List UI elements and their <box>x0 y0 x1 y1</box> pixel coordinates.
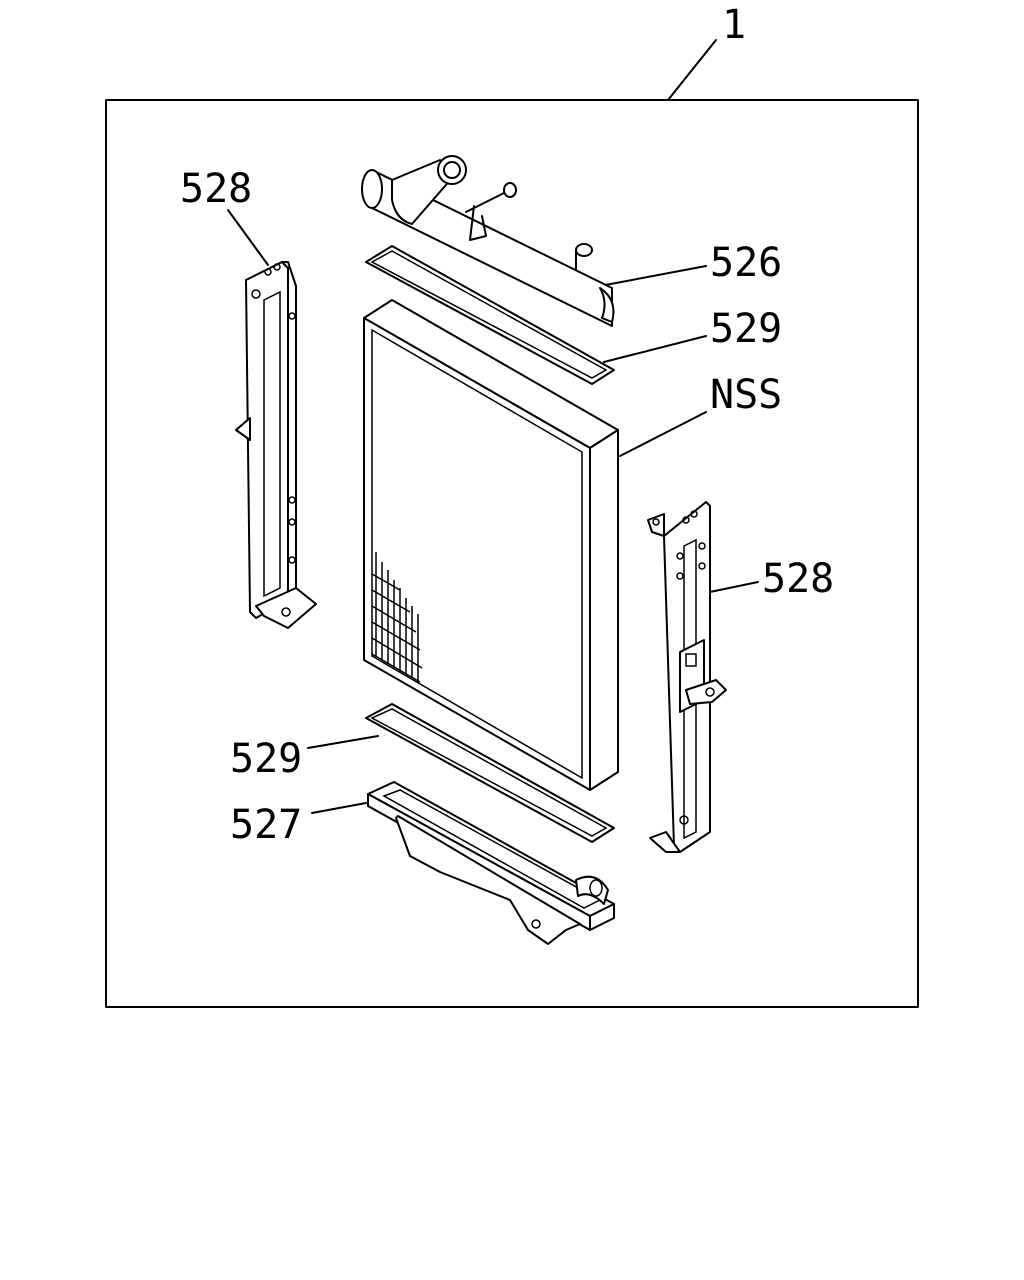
label-lower-tank: 527 <box>230 802 302 848</box>
assembly-frame <box>105 99 919 1008</box>
top-gasket-part <box>365 245 615 385</box>
label-gasket-top: 529 <box>710 306 782 352</box>
bottom-gasket-part <box>365 703 615 843</box>
label-upper-tank: 526 <box>710 240 782 286</box>
leader-lines <box>227 39 759 814</box>
label-bracket-left: 528 <box>180 166 252 212</box>
label-core: NSS <box>710 372 782 418</box>
left-bracket-part <box>235 261 317 629</box>
radiator-core-part <box>363 299 619 791</box>
lower-tank-part <box>367 781 615 945</box>
label-gasket-bottom: 529 <box>230 736 302 782</box>
label-assembly: 1 <box>722 2 746 48</box>
label-bracket-right: 528 <box>762 556 834 602</box>
right-bracket-part <box>647 501 727 853</box>
upper-tank-part <box>361 155 615 327</box>
